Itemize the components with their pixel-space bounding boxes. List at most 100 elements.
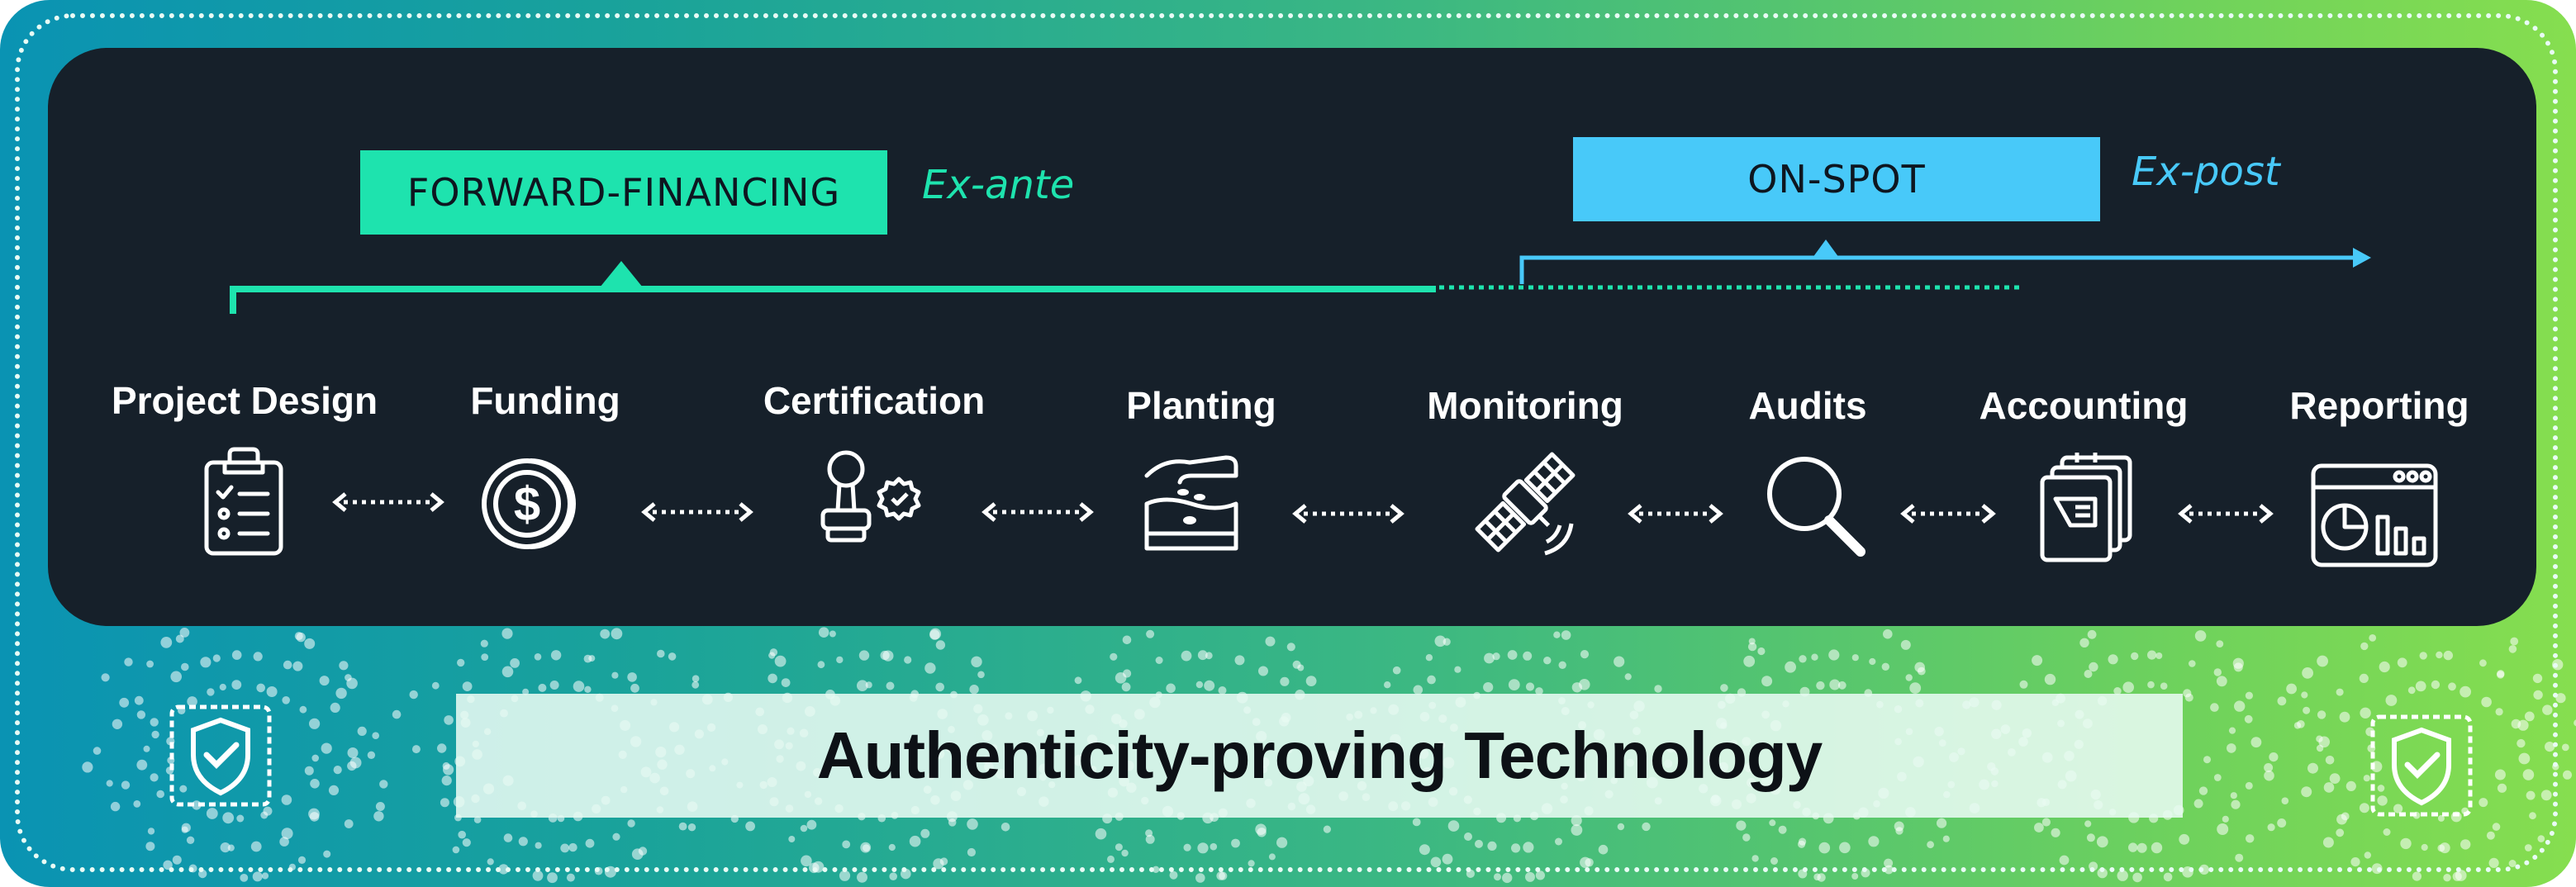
- network-dot: [2245, 691, 2253, 700]
- network-dot: [156, 790, 164, 799]
- network-dot: [379, 780, 388, 789]
- double-arrow: [332, 492, 444, 512]
- shield-chip-icon-right: [2370, 714, 2473, 817]
- network-dot: [119, 697, 130, 708]
- network-dot: [121, 780, 131, 790]
- network-dot: [292, 661, 303, 671]
- network-dot: [250, 841, 262, 852]
- network-dot: [2084, 820, 2092, 828]
- network-dot: [1770, 857, 1778, 865]
- network-dot: [1523, 842, 1534, 853]
- network-dot: [1000, 823, 1010, 832]
- network-dot: [1900, 639, 1911, 650]
- network-dot: [1434, 635, 1447, 647]
- network-dot: [1561, 630, 1571, 640]
- network-dot: [309, 812, 320, 822]
- network-dot: [1881, 662, 1889, 671]
- network-dot: [2281, 797, 2289, 804]
- step-audits: Audits: [1659, 383, 1956, 428]
- network-dot: [2316, 735, 2323, 742]
- network-dot: [2517, 738, 2526, 748]
- network-dot: [222, 812, 235, 824]
- network-dot: [1286, 643, 1295, 652]
- network-dot: [2407, 686, 2416, 695]
- clipboard-checklist-icon: [204, 447, 283, 556]
- network-dot: [1743, 655, 1756, 667]
- network-dot: [2316, 744, 2324, 752]
- network-dot: [2532, 673, 2543, 684]
- network-dot: [2216, 640, 2224, 647]
- network-dot: [1558, 661, 1566, 669]
- network-dot: [1487, 841, 1497, 851]
- network-dot: [2437, 844, 2445, 852]
- network-dot: [2385, 695, 2398, 706]
- network-dot: [2369, 634, 2377, 642]
- network-dot: [1145, 834, 1155, 844]
- outer-dotted-border: [15, 13, 2558, 872]
- network-dot: [339, 661, 349, 671]
- network-dot: [2044, 673, 2056, 685]
- network-dot: [2377, 785, 2385, 792]
- network-dot: [1927, 841, 1935, 849]
- network-dot: [568, 842, 577, 852]
- network-dot: [1427, 675, 1436, 685]
- network-dot: [1748, 638, 1756, 645]
- network-dot: [133, 800, 141, 808]
- network-dot: [310, 779, 320, 789]
- network-dot: [1507, 650, 1518, 660]
- network-dot: [124, 657, 133, 666]
- network-dot: [2443, 874, 2451, 882]
- network-dot: [2297, 720, 2305, 728]
- network-dot: [2364, 851, 2371, 859]
- network-dot: [409, 690, 418, 700]
- network-dot: [889, 872, 897, 880]
- network-dot: [1276, 837, 1288, 848]
- network-dot: [2517, 719, 2529, 731]
- network-dot: [1475, 839, 1483, 848]
- network-dot: [1829, 679, 1841, 690]
- network-dot: [367, 751, 376, 759]
- network-dot: [2460, 685, 2472, 698]
- network-dot: [256, 683, 266, 693]
- network-dot: [2437, 814, 2445, 822]
- network-dot: [2524, 711, 2535, 722]
- network-dot: [1384, 681, 1391, 689]
- network-dot: [179, 628, 190, 638]
- network-dot: [487, 858, 494, 866]
- network-dot: [1799, 655, 1807, 663]
- network-dot: [611, 671, 619, 679]
- network-dot: [1074, 676, 1082, 685]
- double-arrow: [1292, 504, 1404, 524]
- network-dot: [200, 657, 211, 668]
- network-dot: [311, 754, 320, 762]
- network-dot: [2213, 668, 2222, 676]
- network-dot: [181, 662, 189, 671]
- network-dot: [2198, 786, 2208, 795]
- network-dot: [818, 627, 829, 638]
- network-dot: [2336, 688, 2344, 696]
- network-dot: [82, 761, 93, 773]
- network-dot: [411, 745, 421, 754]
- network-dot: [967, 818, 978, 830]
- network-dot: [1571, 682, 1583, 693]
- network-dot: [2264, 770, 2274, 781]
- network-dot: [1813, 873, 1821, 881]
- network-dot: [236, 814, 245, 823]
- network-dot: [2317, 710, 2326, 719]
- network-dot: [346, 677, 358, 690]
- network-dot: [534, 653, 542, 661]
- network-dot: [212, 654, 221, 662]
- coins-dollar-icon: $: [482, 458, 576, 549]
- network-dot: [1909, 682, 1922, 694]
- network-dot: [2563, 770, 2572, 780]
- step-accounting: Accounting: [1935, 383, 2232, 428]
- network-dot: [2325, 756, 2335, 765]
- network-dot: [2096, 836, 2108, 848]
- network-dot: [441, 776, 452, 786]
- network-dot: [1757, 647, 1766, 656]
- network-dot: [2216, 676, 2227, 687]
- step-monitoring: Monitoring: [1376, 383, 1674, 428]
- network-dot: [93, 747, 102, 755]
